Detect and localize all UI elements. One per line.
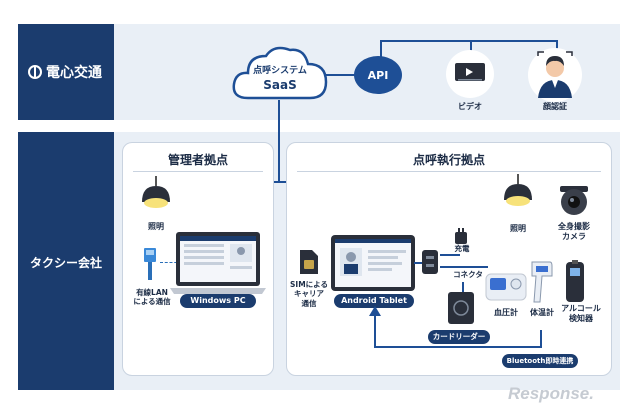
company-logo-block: 電心交通 [18,24,114,120]
cloud-line2: SaaS [263,78,297,92]
api-top-line [380,40,558,42]
tablet-hub-line [414,262,422,264]
camera-label: 全身撮影 カメラ [558,222,590,241]
laptop-icon [170,232,266,294]
bluetooth-line-up [374,312,376,348]
tablet-icon [331,235,415,291]
connector-line [440,266,488,268]
exec-lighting-label: 照明 [510,224,526,233]
camera-icon [560,186,588,215]
api-link-line [300,74,356,76]
face-recognition-icon [537,51,573,98]
usb-hub-icon [422,250,438,274]
face-drop-line [556,40,558,52]
bluetooth-arrow-icon [369,306,381,316]
face-label: 顔認証 [543,102,567,111]
card-reader-label: カードリーダー [428,330,490,344]
admin-title-divider [133,171,263,172]
windows-pc-label: Windows PC [180,294,256,308]
charge-label: 充電 [454,244,470,253]
cloud-shape [232,46,328,100]
exec-title-divider [297,171,601,172]
company-logo-icon [28,65,42,79]
charger-icon [455,228,467,244]
cloud-line1: 点呼システム [253,66,307,76]
alcohol-label: アルコール 検知器 [561,304,601,323]
api-label: API [367,69,389,82]
cloud-down-line [278,100,280,182]
android-tablet-label: Android Tablet [334,294,414,308]
admin-lighting-label: 照明 [148,222,164,231]
video-label: ビデオ [458,102,482,111]
card-reader-icon [448,292,474,324]
bluetooth-label: Bluetooth即時連携 [502,354,578,368]
charger-line [440,254,460,256]
bluetooth-line-horizontal [374,346,542,348]
video-icon [455,63,485,81]
watermark: Response. [508,384,594,403]
thermometer-icon [531,261,553,303]
taxi-company-label-block: タクシー会社 [18,132,114,390]
api-up-line [380,40,382,66]
bp-label: 血圧計 [494,308,518,317]
exec-lamp-icon [504,174,532,206]
exec-site-title: 点呼執行拠点 [412,153,485,167]
admin-lan-label: 有線LAN による通信 [133,288,171,307]
bluetooth-line-device [540,330,542,348]
lan-cable-icon [144,248,156,280]
connector-label: コネクタ [453,270,483,279]
sim-card-icon [300,250,318,274]
company-logo-text: 電心交通 [46,65,102,81]
lamp-icon [142,176,170,208]
sim-label: SIMによる キャリア 通信 [290,280,328,308]
taxi-company-label: タクシー会社 [29,256,102,270]
card-reader-line [462,282,464,292]
thermo-label: 体温計 [530,308,554,317]
api-circle [354,56,402,94]
alcohol-detector-icon [566,260,584,302]
blood-pressure-monitor-icon [485,273,527,301]
lan-dashed-line [160,262,182,263]
company-logo: 電心交通 [28,62,102,82]
video-drop-line [470,40,472,54]
admin-site-title: 管理者拠点 [167,153,228,167]
